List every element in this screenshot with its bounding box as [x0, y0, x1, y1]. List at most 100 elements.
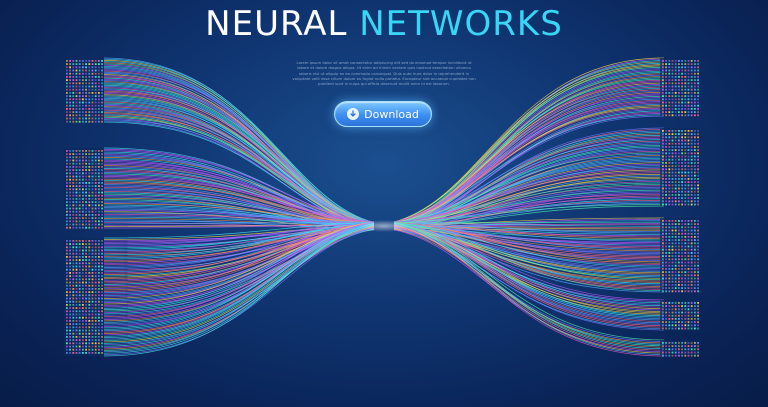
grid-node	[75, 85, 78, 88]
grid-node	[82, 166, 84, 168]
grid-node	[88, 214, 91, 216]
grid-node	[678, 348, 680, 351]
grid-node	[85, 262, 87, 265]
grid-node	[674, 92, 677, 94]
grid-node	[690, 290, 693, 293]
grid-node	[91, 60, 94, 62]
grid-node	[665, 190, 667, 193]
grid-node	[684, 245, 687, 248]
grid-node	[671, 155, 674, 158]
grid-node	[681, 229, 683, 232]
grid-node	[681, 130, 683, 132]
grid-node	[684, 142, 687, 145]
grid-node	[690, 152, 693, 155]
grid-node	[687, 149, 690, 151]
grid-node	[665, 133, 667, 135]
grid-node	[91, 63, 94, 65]
grid-node	[690, 101, 693, 104]
grid-node	[98, 111, 100, 113]
grid-node	[697, 342, 699, 344]
grid-node	[678, 165, 680, 167]
grid-node	[98, 268, 100, 271]
grid-node	[697, 197, 699, 199]
grid-node	[94, 300, 97, 303]
grid-node	[78, 249, 81, 252]
grid-node	[697, 274, 699, 277]
network-strand	[393, 152, 665, 223]
grid-node	[91, 220, 94, 223]
grid-node	[690, 321, 693, 323]
grid-node	[88, 207, 91, 210]
grid-node	[671, 264, 674, 267]
grid-node	[75, 268, 78, 271]
grid-node	[684, 252, 687, 254]
grid-node	[72, 114, 75, 117]
grid-node	[674, 324, 677, 327]
grid-node	[690, 162, 693, 164]
grid-node	[671, 203, 674, 206]
grid-node	[690, 342, 693, 344]
grid-node	[69, 217, 71, 219]
grid-node	[690, 88, 693, 91]
grid-node	[72, 246, 75, 249]
grid-node	[697, 318, 699, 320]
download-button[interactable]: Download	[334, 101, 432, 127]
grid-node	[690, 258, 693, 261]
grid-node	[697, 200, 699, 203]
grid-node	[690, 104, 693, 107]
grid-node	[665, 69, 667, 72]
grid-node	[88, 278, 91, 281]
grid-node	[687, 261, 690, 264]
grid-node	[69, 172, 71, 175]
grid-node	[687, 152, 690, 155]
grid-node	[681, 342, 683, 344]
grid-node	[88, 60, 91, 62]
grid-node	[697, 66, 699, 69]
grid-node	[82, 172, 84, 175]
grid-node	[101, 207, 103, 210]
grid-node	[66, 76, 68, 78]
grid-node	[668, 111, 671, 113]
grid-node	[671, 308, 674, 311]
grid-node	[694, 203, 696, 206]
grid-node	[662, 229, 664, 232]
grid-node	[697, 324, 699, 327]
grid-node	[671, 82, 674, 85]
grid-node	[94, 220, 97, 223]
grid-node	[66, 63, 68, 65]
grid-node	[85, 150, 87, 152]
grid-node	[88, 153, 91, 155]
grid-node	[668, 190, 671, 193]
grid-node	[72, 201, 75, 203]
grid-node	[694, 152, 696, 155]
grid-node	[678, 101, 680, 104]
grid-node	[674, 171, 677, 174]
grid-node	[681, 311, 683, 314]
grid-node	[98, 217, 100, 219]
grid-node	[85, 300, 87, 303]
network-strand	[393, 194, 665, 224]
grid-node	[75, 111, 78, 113]
grid-node	[91, 326, 94, 329]
grid-node	[684, 158, 687, 161]
grid-node	[69, 95, 71, 97]
grid-node	[697, 190, 699, 193]
grid-node	[66, 249, 68, 252]
grid-node	[674, 203, 677, 206]
grid-node	[78, 178, 81, 181]
grid-node	[85, 220, 87, 223]
grid-node	[75, 339, 78, 341]
grid-node	[94, 259, 97, 261]
grid-node	[69, 252, 71, 255]
network-strand	[393, 222, 665, 347]
grid-node	[687, 277, 690, 280]
grid-node	[78, 85, 81, 88]
grid-node	[69, 300, 71, 303]
grid-node	[88, 307, 91, 309]
network-strand	[103, 222, 375, 260]
grid-node	[98, 185, 100, 187]
grid-node	[665, 171, 667, 174]
grid-node	[668, 184, 671, 187]
grid-node	[101, 297, 103, 300]
grid-node	[687, 345, 690, 347]
